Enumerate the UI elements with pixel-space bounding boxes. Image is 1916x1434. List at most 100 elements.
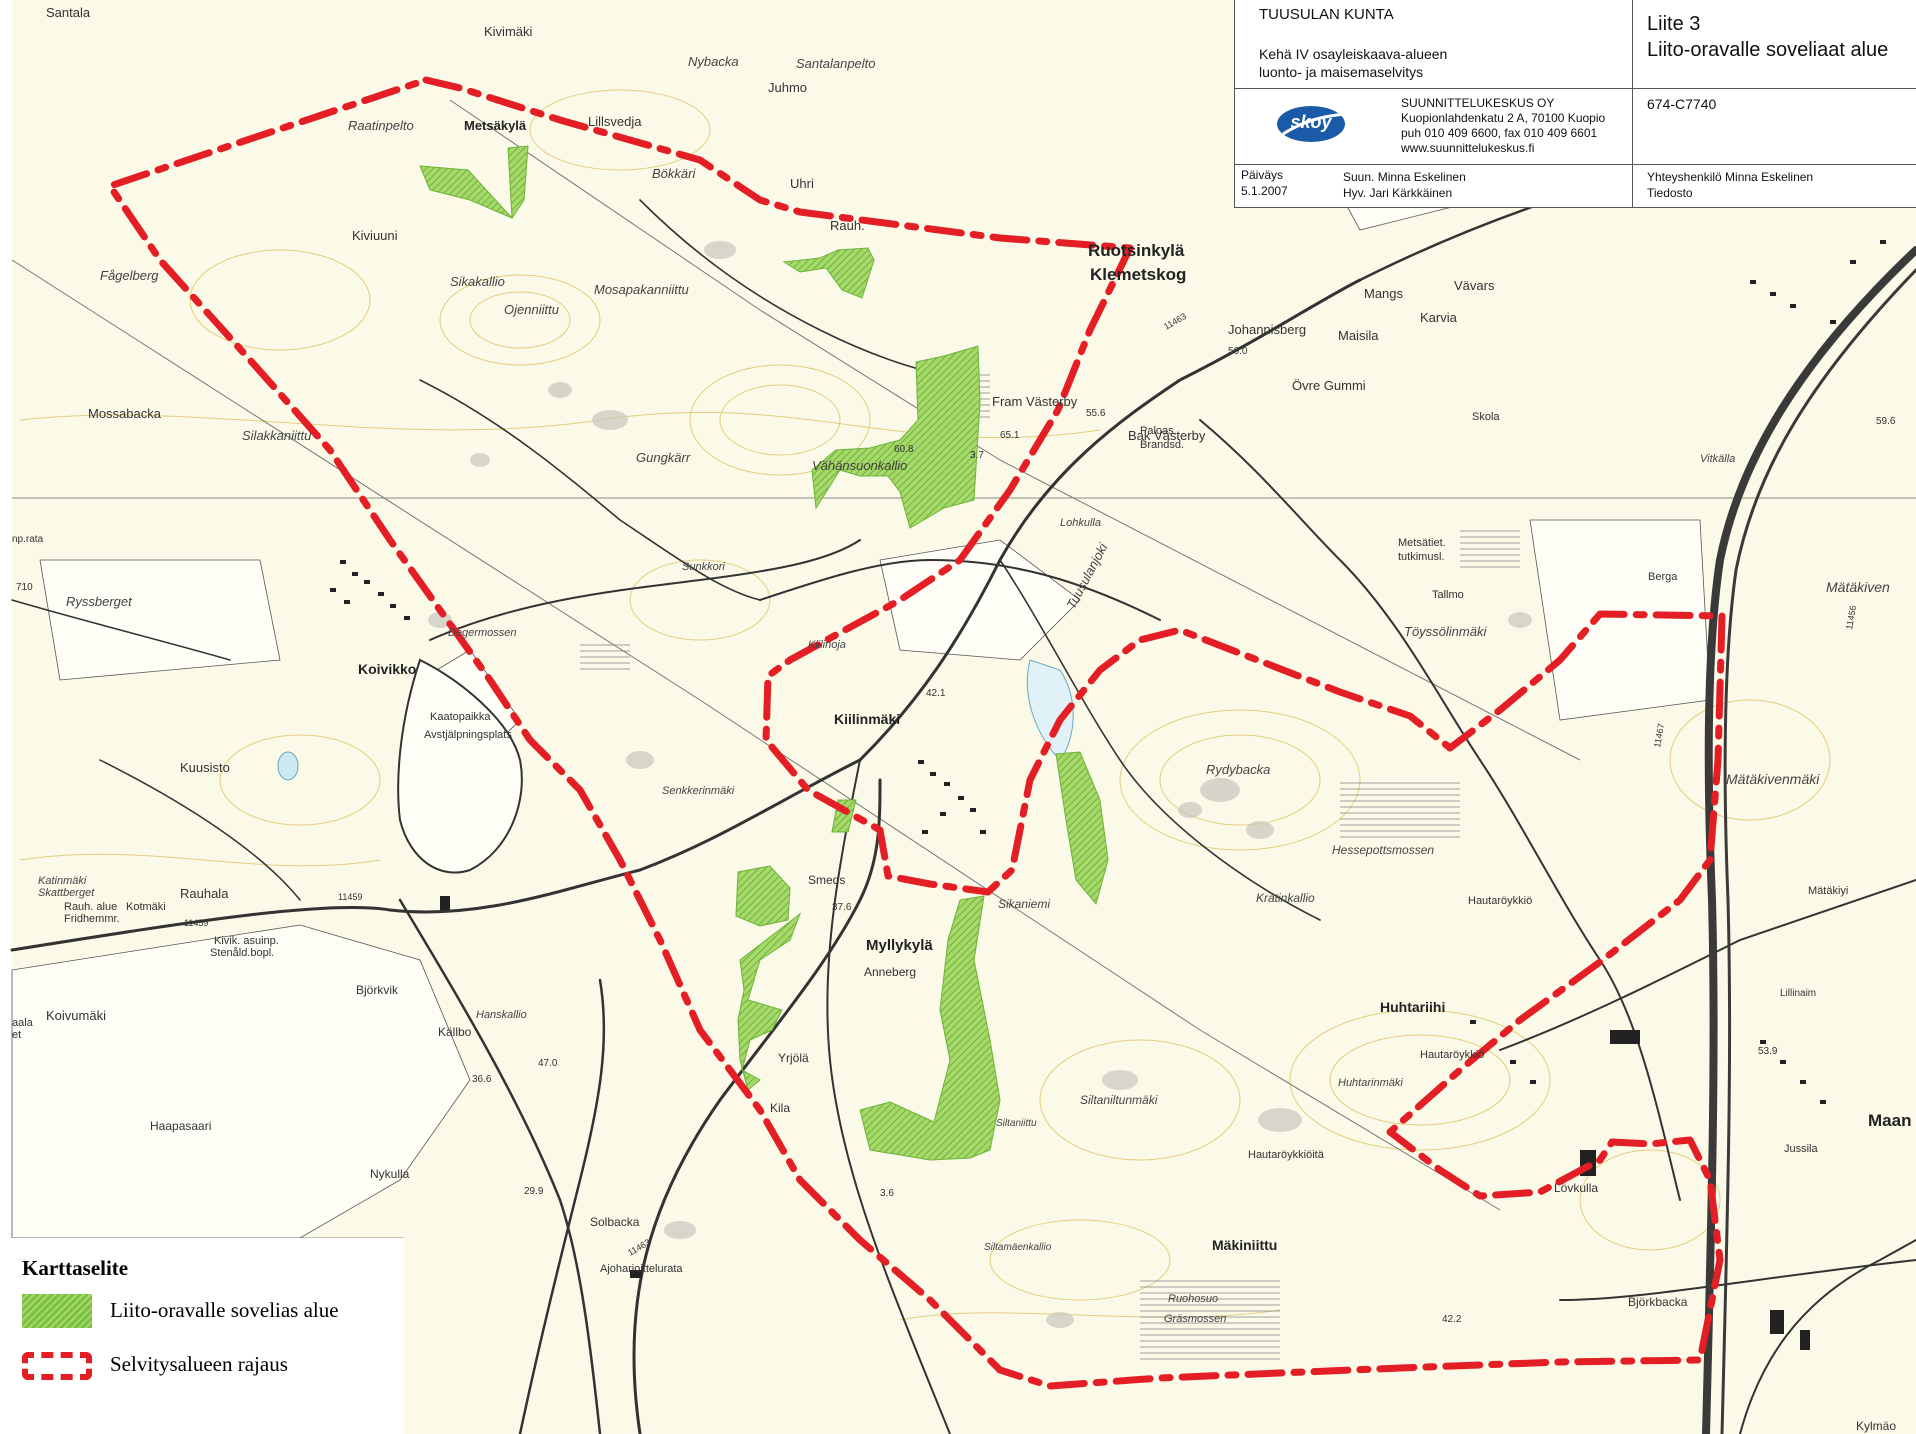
water-bodies — [277, 659, 1074, 781]
place-label: Ruohosuo — [1168, 1293, 1218, 1305]
elevation-label: 47.0 — [538, 1058, 558, 1069]
elevation-label: 36.6 — [472, 1074, 492, 1085]
habitat-rydybacka — [1055, 751, 1109, 906]
place-label: Uhri — [790, 176, 814, 191]
map-labels: Santala Kivimäki Nybacka Santalanpelto J… — [12, 5, 1911, 1433]
company-name: SUUNNITTELUKESKUS OY — [1401, 96, 1555, 110]
place-label: Kila — [770, 1101, 790, 1115]
habitat-mosapakanniittu — [782, 247, 875, 299]
place-label: Johannisberg — [1228, 322, 1306, 337]
power-lines — [11, 99, 1581, 1211]
road-number: 11456 — [1844, 605, 1858, 631]
place-label: Brandsd. — [1140, 439, 1184, 451]
place-label: Tallmo — [1432, 589, 1464, 601]
motorway — [1702, 246, 1916, 1434]
project-name-line1: Kehä IV osayleiskaava-alueen — [1259, 46, 1448, 62]
place-label: Fågelberg — [100, 268, 159, 283]
date-value: 5.1.2007 — [1241, 184, 1288, 198]
flying-squirrel-habitat — [419, 145, 1109, 1161]
road-number: 11459 — [184, 918, 208, 928]
buildings — [330, 240, 1886, 1350]
contact-person: Yhteyshenkilö Minna Eskelinen — [1647, 170, 1814, 184]
place-label: Lillinaim — [1780, 988, 1816, 999]
place-label: Lohkulla — [1060, 517, 1101, 529]
elevation-label: 42.1 — [926, 688, 946, 699]
place-label: Hautaröykkiö — [1420, 1049, 1484, 1061]
project-name-line2: luonto- ja maisemaselvitys — [1259, 64, 1424, 80]
place-label: Kiilinmäki — [834, 711, 900, 727]
place-label: Rydybacka — [1206, 762, 1270, 777]
legend-title: Karttaselite — [22, 1256, 129, 1280]
elevation-label: 60.8 — [894, 444, 914, 455]
skoy-logo: skoy — [1277, 106, 1346, 142]
municipality-name: TUUSULAN KUNTA — [1259, 6, 1394, 23]
date-label: Päiväys — [1241, 168, 1284, 182]
place-label: Rauh. — [830, 218, 865, 233]
habitat-vahansuonkallio — [811, 345, 981, 529]
place-label: Nykulla — [370, 1167, 410, 1181]
place-label: Ruotsinkylä — [1088, 241, 1185, 260]
place-label: Hautaröykkiöitä — [1248, 1149, 1325, 1161]
habitat-anneberg — [859, 895, 1001, 1161]
place-label: Kuusisto — [180, 760, 230, 775]
elevation-label: 42.2 — [1442, 1314, 1462, 1325]
place-label: Senkkerinmäki — [662, 785, 735, 797]
place-label: Siltamäenkallio — [984, 1242, 1052, 1253]
habitat-swatch — [22, 1294, 92, 1328]
legend-label: Liito-oravalle sovelias alue — [110, 1298, 339, 1322]
place-label: Maan — [1868, 1111, 1911, 1130]
place-label: Myllykylä — [866, 937, 933, 954]
place-label: Degermossen — [448, 627, 516, 639]
legend-label: Selvitysalueen rajaus — [110, 1352, 288, 1376]
place-label: Metsätiet. — [1398, 537, 1446, 549]
habitat-myllykyla — [737, 912, 802, 1091]
place-label: Mätäkiyi — [1808, 885, 1848, 897]
elevation-label: 710 — [16, 582, 33, 593]
place-label: Ryssberget — [66, 594, 133, 609]
elevation-label: 3.6 — [880, 1188, 894, 1199]
place-label: Juhmo — [768, 80, 807, 95]
place-label: Töyssölinmäki — [1404, 624, 1487, 639]
elevation-label: 55.6 — [1086, 408, 1106, 419]
place-label: Santala — [46, 5, 91, 20]
place-label: Paloas. — [1140, 425, 1177, 437]
appendix-number: Liite 3 — [1647, 13, 1701, 35]
landfill-road — [397, 658, 523, 874]
place-label: Maisila — [1338, 328, 1379, 343]
place-label: Skattberget — [38, 887, 95, 899]
place-label: Avstjälpningsplats — [424, 729, 512, 741]
place-label: Mosapakanniittu — [594, 282, 689, 297]
place-label: Kiviuuni — [352, 228, 398, 243]
place-label: Siltaniittu — [996, 1118, 1037, 1129]
place-label: Vävars — [1454, 278, 1495, 293]
elevation-label: 65.1 — [1000, 430, 1020, 441]
elevation-label: 37.6 — [832, 902, 852, 913]
place-label: Mätäkivenmäki — [1726, 771, 1820, 787]
place-label: Björkbacka — [1628, 1295, 1688, 1309]
place-label: Mätäkiven — [1826, 579, 1890, 595]
place-label: Kivik. asuinp. — [214, 935, 279, 947]
place-label: Sunkkori — [682, 561, 725, 573]
place-label: Rauh. alue — [64, 901, 117, 913]
approver: Hyv. Jari Kärkkäinen — [1343, 186, 1453, 200]
study-area-boundary — [106, 76, 1726, 1390]
place-label: Santalanpelto — [796, 56, 876, 71]
company-address: Kuopionlahdenkatu 2 A, 70100 Kuopio — [1401, 111, 1606, 125]
place-label: Metsäkylä — [464, 118, 527, 133]
place-label: aala — [12, 1017, 34, 1029]
file-label: Tiedosto — [1647, 186, 1693, 200]
place-label: Sikakallio — [450, 274, 505, 289]
rocky-areas — [428, 241, 1532, 1328]
place-label: Gräsmossen — [1164, 1313, 1226, 1325]
place-label: Rauhala — [180, 886, 229, 901]
place-label: Fridhemmr. — [64, 913, 120, 925]
road-number: 11459 — [338, 892, 362, 902]
place-label: Kivimäki — [484, 24, 533, 39]
place-label: Bökkäri — [652, 166, 696, 181]
place-label: Huhtariihi — [1380, 999, 1445, 1015]
place-label: Mossabacka — [88, 406, 162, 421]
place-label: Vähänsuonkallio — [812, 458, 907, 473]
place-label: Solbacka — [590, 1215, 640, 1229]
title-block: TUUSULAN KUNTA Kehä IV osayleiskaava-alu… — [1234, 0, 1916, 208]
place-label: Koivikko — [358, 661, 416, 677]
